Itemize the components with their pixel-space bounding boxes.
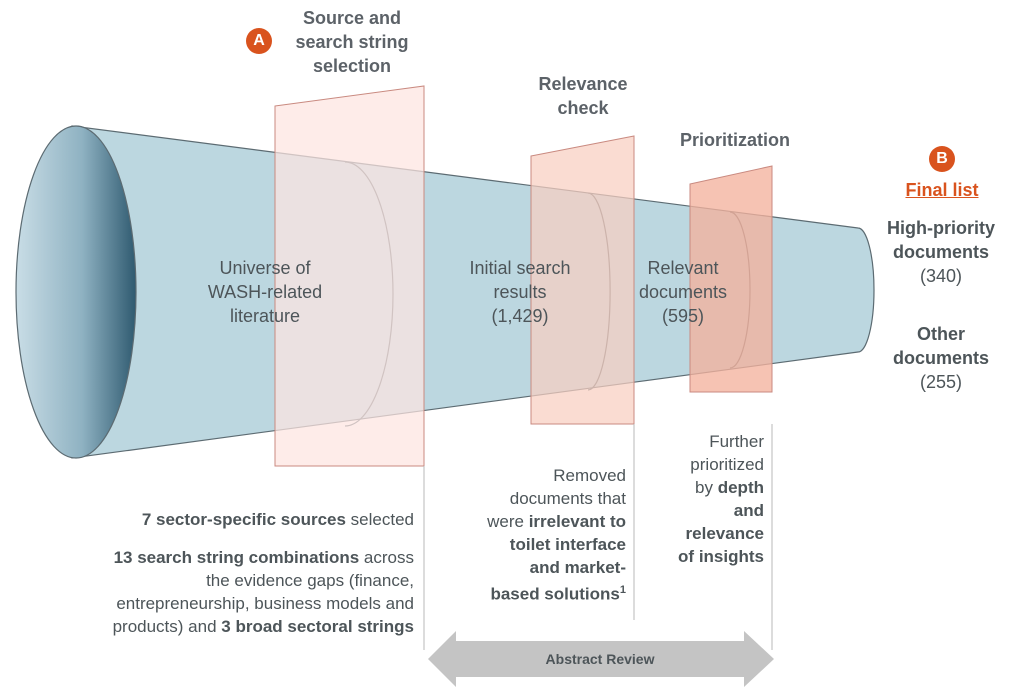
note-removed-line-1: Removed — [553, 466, 626, 485]
label-relevant-documents: Relevant documents (595) — [622, 256, 744, 328]
label-relevant-count: (595) — [661, 306, 705, 326]
note-sources-bold: 7 sector-specific sources — [141, 510, 346, 529]
funnel-opening — [15, 125, 137, 459]
stage-title-relevance-line-1: Relevance — [538, 74, 628, 94]
note-removed-bold-4: toilet interface — [509, 535, 626, 554]
note-removed-line-3: were — [487, 512, 529, 531]
note-further-bold-4: and — [733, 501, 764, 520]
final-list-heading: Final list — [870, 180, 1013, 201]
note-further-prioritized: Further prioritized by depth and relevan… — [640, 430, 764, 568]
note-search-line-4: products) and — [112, 617, 222, 636]
note-removed-bold-3: irrelevant to — [528, 512, 626, 531]
note-search-strings: 13 search string combinations across the… — [10, 546, 414, 638]
final-other-line-2: documents — [892, 348, 989, 368]
final-high-count: (340) — [919, 266, 963, 286]
stage-title-relevance: Relevance check — [508, 72, 658, 120]
note-further-line-1: Further — [709, 432, 764, 451]
final-list-heading-text: Final list — [905, 180, 979, 200]
label-initial-count: (1,429) — [491, 306, 549, 326]
label-relevant-line-2: documents — [638, 282, 728, 302]
final-other-documents: Other documents (255) — [868, 322, 1013, 394]
label-initial-line-2: results — [493, 282, 547, 302]
label-universe-line-2: WASH-related — [207, 282, 323, 302]
stage-title-source-line-3: selection — [312, 56, 392, 76]
note-search-bold-2: 3 broad sectoral strings — [221, 617, 414, 636]
label-universe: Universe of WASH-related literature — [180, 256, 350, 328]
label-relevant-line-1: Relevant — [647, 258, 719, 278]
abstract-review-arrow — [428, 631, 774, 687]
stage-title-prioritization: Prioritization — [679, 130, 790, 150]
note-further-bold-6: of insights — [678, 547, 764, 566]
note-further-bold-3: depth — [717, 478, 764, 497]
note-removed-bold-6: based solutions — [490, 584, 620, 604]
note-removed: Removed documents that were irrelevant t… — [432, 464, 626, 606]
note-search-line-3: entrepreneurship, business models and — [116, 594, 414, 613]
stage-title-source-line-2: search string — [295, 32, 409, 52]
funnel-body — [71, 125, 875, 459]
label-initial-line-1: Initial search — [469, 258, 571, 278]
final-high-line-2: documents — [892, 242, 989, 262]
final-high-line-1: High-priority — [887, 218, 995, 238]
note-search-line-2: the evidence gaps (finance, — [206, 571, 414, 590]
note-further-bold-5: relevance — [685, 524, 764, 543]
badge-b: B — [929, 146, 955, 172]
stage-title-source-line-1: Source and — [302, 8, 402, 28]
note-sources-rest: selected — [345, 510, 414, 529]
note-search-text-1: across — [359, 548, 414, 567]
abstract-review-label: Abstract Review — [545, 651, 655, 667]
stage-title-relevance-line-2: check — [557, 98, 609, 118]
label-initial-results: Initial search results (1,429) — [440, 256, 600, 328]
note-removed-footnote: 1 — [619, 584, 626, 596]
final-other-count: (255) — [919, 372, 963, 392]
note-search-bold-1: 13 search string combinations — [113, 548, 360, 567]
badge-a: A — [246, 28, 272, 54]
note-removed-bold-5: and market- — [529, 558, 626, 577]
note-sources: 7 sector-specific sources selected — [10, 508, 414, 531]
label-universe-line-1: Universe of — [219, 258, 311, 278]
note-further-line-3: by — [695, 478, 718, 497]
final-high-priority: High-priority documents (340) — [868, 216, 1013, 288]
final-other-line-1: Other — [916, 324, 965, 344]
note-further-line-2: prioritized — [690, 455, 764, 474]
panel-prioritization — [689, 165, 773, 393]
note-removed-line-2: documents that — [509, 489, 626, 508]
stage-title-source: Source and search string selection — [272, 6, 432, 78]
label-universe-line-3: literature — [229, 306, 301, 326]
